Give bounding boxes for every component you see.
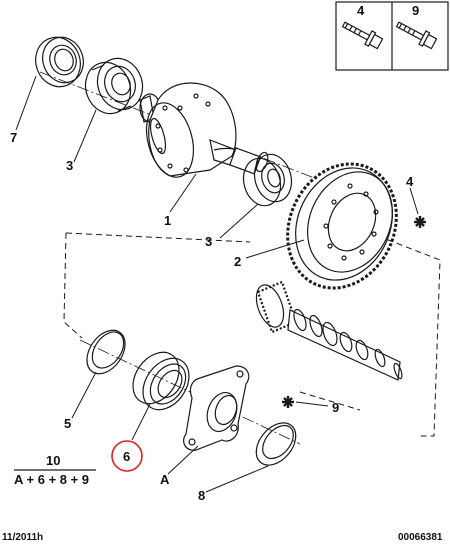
footer-date: 11/2011h bbox=[2, 532, 43, 543]
bolt-inset bbox=[335, 1, 449, 71]
kit-number: 10 bbox=[46, 453, 60, 468]
leader-lines bbox=[15, 75, 419, 493]
callout-3-lower: 3 bbox=[205, 234, 212, 249]
callout-5: 5 bbox=[64, 416, 71, 431]
inset-label-right: 9 bbox=[412, 3, 419, 18]
bearing-6 bbox=[132, 351, 190, 411]
assembly-frame-edge bbox=[377, 235, 441, 437]
flange-plate-A bbox=[183, 365, 250, 451]
differential-housing-1 bbox=[139, 82, 269, 178]
highlight-circle bbox=[111, 440, 143, 472]
callout-9: 9 bbox=[332, 400, 339, 415]
o-ring-8 bbox=[255, 422, 297, 466]
callout-2: 2 bbox=[234, 254, 241, 269]
bearing-3-lower bbox=[242, 153, 293, 207]
assembly-frame-inner bbox=[299, 391, 361, 411]
callout-A: A bbox=[160, 472, 170, 487]
callout-3-upper: 3 bbox=[66, 158, 73, 173]
kit-formula: A + 6 + 8 + 9 bbox=[14, 472, 89, 487]
assembly-frame-right bbox=[65, 232, 251, 243]
ring-gear-2 bbox=[286, 162, 398, 290]
pinion-shaft bbox=[255, 280, 403, 381]
oil-seal-7 bbox=[35, 36, 84, 88]
inset-label-left: 4 bbox=[357, 3, 365, 18]
asterisk-marker-4-icon bbox=[414, 216, 426, 228]
bolt-4-icon bbox=[341, 21, 384, 50]
footer-doc-number: 00066381 bbox=[398, 532, 443, 543]
callout-6: 6 bbox=[123, 449, 130, 464]
callout-7: 7 bbox=[10, 130, 17, 145]
callout-8: 8 bbox=[198, 488, 205, 503]
o-ring-5 bbox=[86, 329, 126, 375]
asterisk-marker-9-icon bbox=[282, 396, 294, 408]
assembly-frame bbox=[63, 232, 83, 339]
callout-4: 4 bbox=[406, 174, 414, 189]
callout-1: 1 bbox=[164, 213, 171, 228]
bearing-3-upper bbox=[84, 57, 144, 115]
bolt-9-icon bbox=[395, 21, 438, 50]
